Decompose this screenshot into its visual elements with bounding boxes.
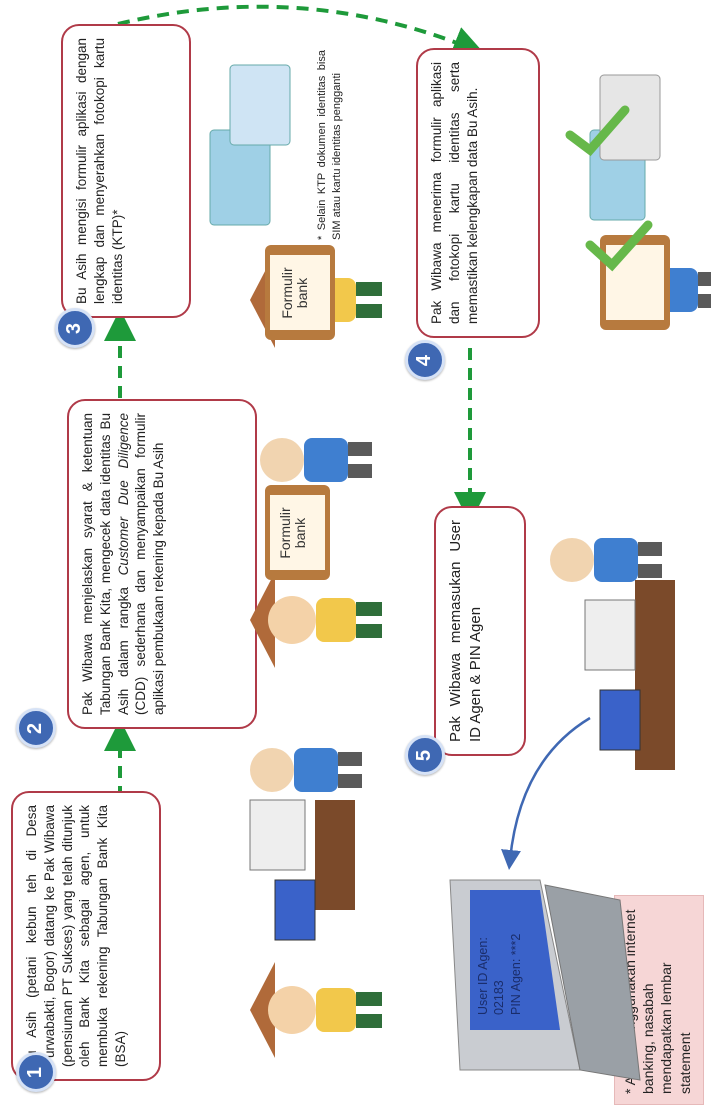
form-clipboard-step3: [265, 245, 335, 340]
laptop-screen-credentials: User ID Agen: 02183 PIN Agen: ***2: [475, 905, 535, 1015]
id-card-illustration-step3: [209, 64, 291, 226]
form-clipboard-step2: [265, 485, 330, 580]
agent-illustration-step1: [250, 748, 362, 792]
pin-label: PIN Agen: ***2: [508, 933, 523, 1015]
farmer-illustration-step2: [250, 572, 382, 668]
form-label-step3: Formulir bank: [279, 267, 311, 319]
user-id-value: 02183: [492, 980, 507, 1015]
form-label-step2: Formulir bank: [277, 507, 309, 559]
form-clipboard-step4: [585, 220, 670, 330]
step-2-badge: 2: [16, 708, 56, 748]
laptop-illustration: [449, 879, 641, 1081]
agent-illustration-step5: [550, 538, 662, 582]
agent-illustration-step2: [260, 438, 372, 482]
desk-illustration-step5: [584, 580, 675, 770]
arrow-3-to-4: [117, 4, 485, 57]
step-4-badge: 4: [405, 340, 445, 380]
step-3-badge: 3: [55, 308, 95, 348]
user-id-label: User ID Agen:: [476, 937, 490, 1015]
id-card-illustration-step4: [565, 74, 661, 221]
step-1-badge: 1: [16, 1052, 56, 1092]
farmer-illustration-step1: [250, 962, 382, 1058]
arrow-desk-to-laptop: [501, 716, 591, 870]
desk-illustration-step1: [249, 799, 355, 941]
step-5-badge: 5: [405, 735, 445, 775]
